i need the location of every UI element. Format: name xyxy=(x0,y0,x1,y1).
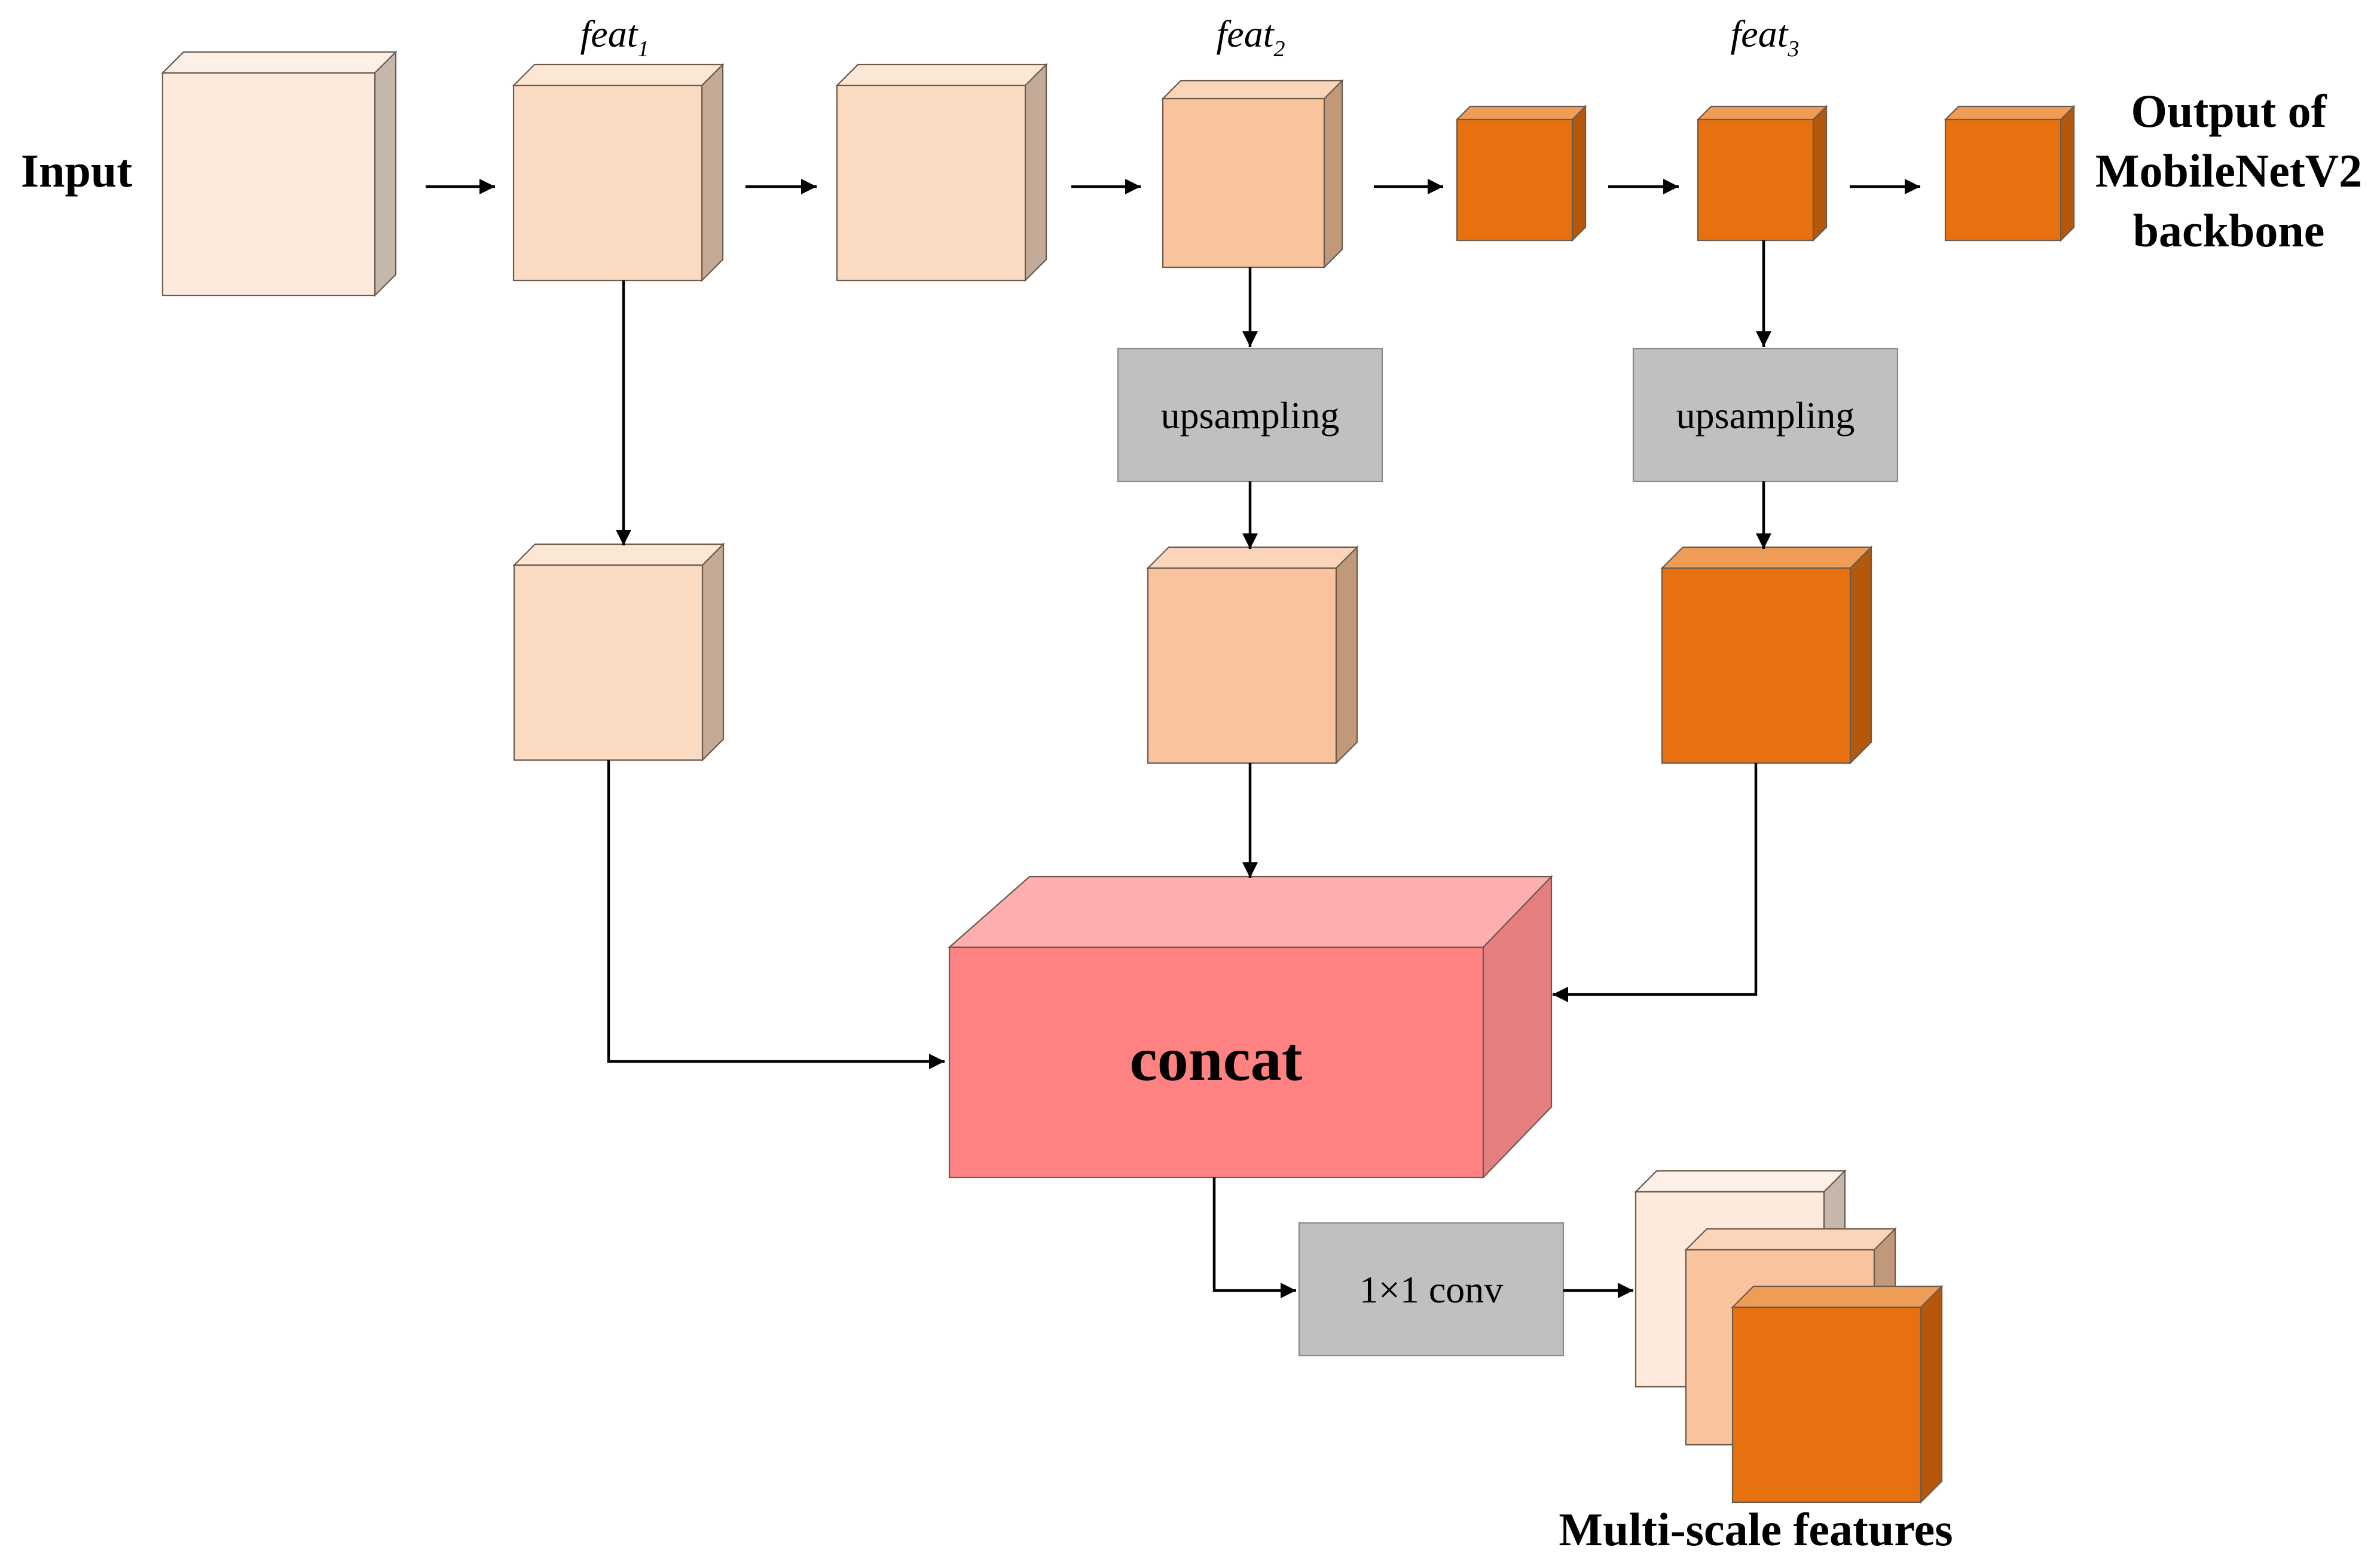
svg-text:MobileNetV2: MobileNetV2 xyxy=(2095,145,2362,197)
concat-block: concat xyxy=(948,875,1553,1179)
feat3-label: feat3 xyxy=(1731,13,1799,62)
upsampling-box-a: upsampling xyxy=(1117,347,1383,483)
output-cube xyxy=(1944,105,2076,242)
stage2-cube xyxy=(835,63,1048,282)
arrow-concat-to-conv xyxy=(1212,1177,1296,1298)
svg-text:upsampling: upsampling xyxy=(1676,394,1855,437)
arrow-feat3-to-concat xyxy=(1553,763,1758,1002)
arrow-feat1-to-concat xyxy=(607,760,945,1069)
feat1-label: feat1 xyxy=(581,13,649,62)
feat2-upsampled-cube xyxy=(1146,545,1359,765)
feat2-cube xyxy=(1161,79,1344,269)
multiscale-cube-3 xyxy=(1731,1285,1944,1504)
svg-text:Output of: Output of xyxy=(2131,85,2327,137)
stage4-cube xyxy=(1455,105,1587,242)
multiscale-label: Multi-scale features xyxy=(1559,1503,1953,1555)
feat1-cube xyxy=(512,63,725,282)
svg-text:upsampling: upsampling xyxy=(1161,394,1340,437)
output-label: Output of MobileNetV2 backbone xyxy=(2095,85,2362,257)
upsampling-box-b: upsampling xyxy=(1632,347,1899,483)
input-cube xyxy=(161,50,398,297)
feat3-upsampled-cube xyxy=(1660,545,1873,765)
feat3-cube xyxy=(1696,105,1828,242)
svg-text:backbone: backbone xyxy=(2133,205,2325,257)
concat-label: concat xyxy=(1130,1025,1303,1094)
input-label: Input xyxy=(21,145,132,197)
feat1-branch-cube xyxy=(512,542,725,762)
conv-box: 1×1 conv xyxy=(1298,1222,1565,1357)
feat2-label: feat2 xyxy=(1217,13,1285,62)
svg-text:1×1 conv: 1×1 conv xyxy=(1359,1268,1504,1311)
